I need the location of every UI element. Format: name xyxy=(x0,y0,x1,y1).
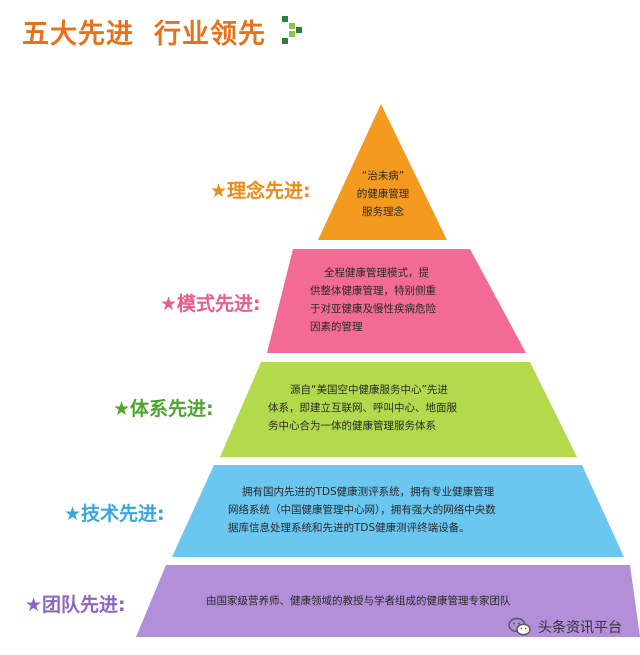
pyramid-tier-3 xyxy=(220,362,577,457)
page-title: 五大先进行业领先 xyxy=(22,12,266,51)
tier-desc-5: 由国家级营养师、健康领域的教授与学者组成的健康管理专家团队 xyxy=(206,592,511,610)
tier-desc-3-line: 源自“美国空中健康服务中心”先进 xyxy=(290,384,448,396)
tier-label-3: ★体系先进: xyxy=(113,398,214,420)
tier-desc-3: 源自“美国空中健康服务中心”先进 体系，即建立互联网、呼叫中心、地面服 务中心合… xyxy=(268,381,457,435)
tier-desc-2: 全程健康管理模式，提 供整体健康管理，特别侧重 于对亚健康及慢性疾病危险 因素的… xyxy=(310,264,436,336)
tier-label-4: ★技术先进: xyxy=(64,503,165,525)
tier-desc-2-line: 于对亚健康及慢性疾病危险 xyxy=(310,303,436,315)
tier-desc-1-line: “治未病” xyxy=(361,170,405,182)
tier-desc-4-line: 拥有国内先进的TDS健康测评系统，拥有专业健康管理 xyxy=(242,486,495,498)
tier-desc-2-line: 因素的管理 xyxy=(310,321,363,333)
tier-desc-1-line: 的健康管理 xyxy=(356,188,410,200)
tier-desc-4: 拥有国内先进的TDS健康测评系统，拥有专业健康管理 网络系统（中国健康管理中心网… xyxy=(228,483,496,537)
title-part-1: 五大先进 xyxy=(22,19,134,50)
title-part-2: 行业领先 xyxy=(154,19,266,50)
tier-desc-4-line: 网络系统（中国健康管理中心网），拥有强大的网络中央数 xyxy=(228,504,496,516)
tier-label-5: ★团队先进: xyxy=(25,594,126,616)
tier-desc-1: “治未病” 的健康管理 服务理念 xyxy=(320,167,446,221)
source-watermark: 头条资讯平台 xyxy=(508,617,622,637)
tier-desc-2-line: 供整体健康管理，特别侧重 xyxy=(310,285,436,297)
pyramid-tier-1 xyxy=(318,104,447,240)
tier-label-2: ★模式先进: xyxy=(160,293,261,315)
wechat-icon xyxy=(508,617,531,636)
tier-desc-5-line: 由国家级营养师、健康领域的教授与学者组成的健康管理专家团队 xyxy=(206,595,511,607)
pyramid-tier-2 xyxy=(267,249,526,353)
watermark-text: 头条资讯平台 xyxy=(538,620,622,636)
pyramid-tier-4 xyxy=(172,465,624,557)
title-dots-icon xyxy=(282,16,302,44)
tier-label-1: ★理念先进: xyxy=(210,180,311,202)
tier-desc-2-line: 全程健康管理模式，提 xyxy=(324,267,429,279)
tier-desc-3-line: 体系，即建立互联网、呼叫中心、地面服 xyxy=(268,402,457,414)
tier-desc-3-line: 务中心合为一体的健康管理服务体系 xyxy=(268,420,436,432)
tier-desc-1-line: 服务理念 xyxy=(362,206,404,218)
tier-desc-4-line: 据库信息处理系统和先进的TDS健康测评终端设备。 xyxy=(228,522,470,534)
